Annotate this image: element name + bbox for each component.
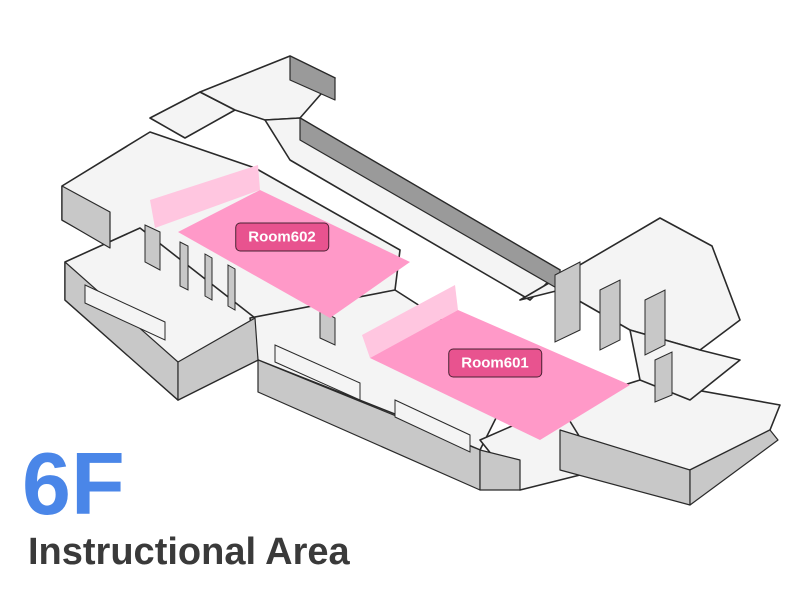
floor-number: 6F [22, 434, 125, 533]
interior-partitions [144, 224, 673, 403]
room602-area[interactable] [178, 190, 410, 318]
room602-area[interactable] [150, 165, 260, 228]
area-name: Instructional Area [28, 531, 350, 573]
room-label-room601[interactable]: Room601 [448, 348, 542, 378]
room601-area[interactable] [362, 285, 458, 358]
room-label-room602[interactable]: Room602 [235, 222, 329, 252]
window-openings [84, 284, 471, 453]
